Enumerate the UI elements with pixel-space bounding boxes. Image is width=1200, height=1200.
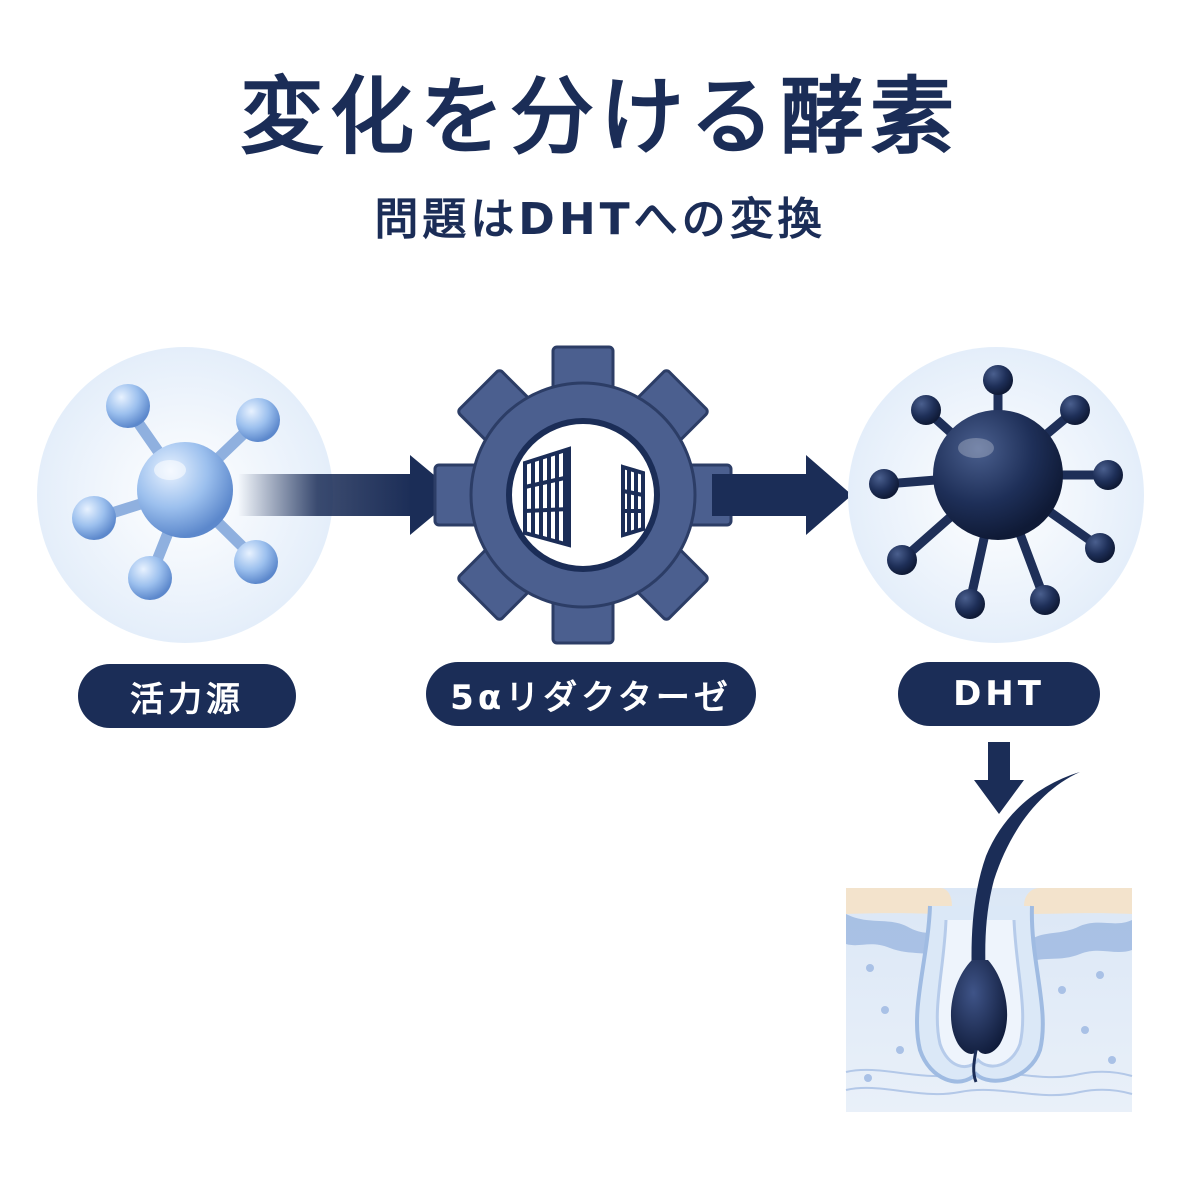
hair-follicle-icon xyxy=(845,772,1133,1112)
label-pill-enzyme: 5αリダクターゼ xyxy=(426,662,756,726)
molecule-icon xyxy=(37,347,333,643)
arrow-right-2 xyxy=(712,455,852,535)
label-pill-dht: DHT xyxy=(898,662,1100,726)
dht-molecule-icon xyxy=(848,347,1144,643)
arrow-down xyxy=(974,742,1024,814)
gear-gate-icon xyxy=(433,345,733,645)
label-pill-source: 活力源 xyxy=(78,664,296,728)
page-subtitle: 問題はDHTへの変換 xyxy=(374,194,826,245)
page-title: 変化を分ける酵素 xyxy=(239,68,960,166)
